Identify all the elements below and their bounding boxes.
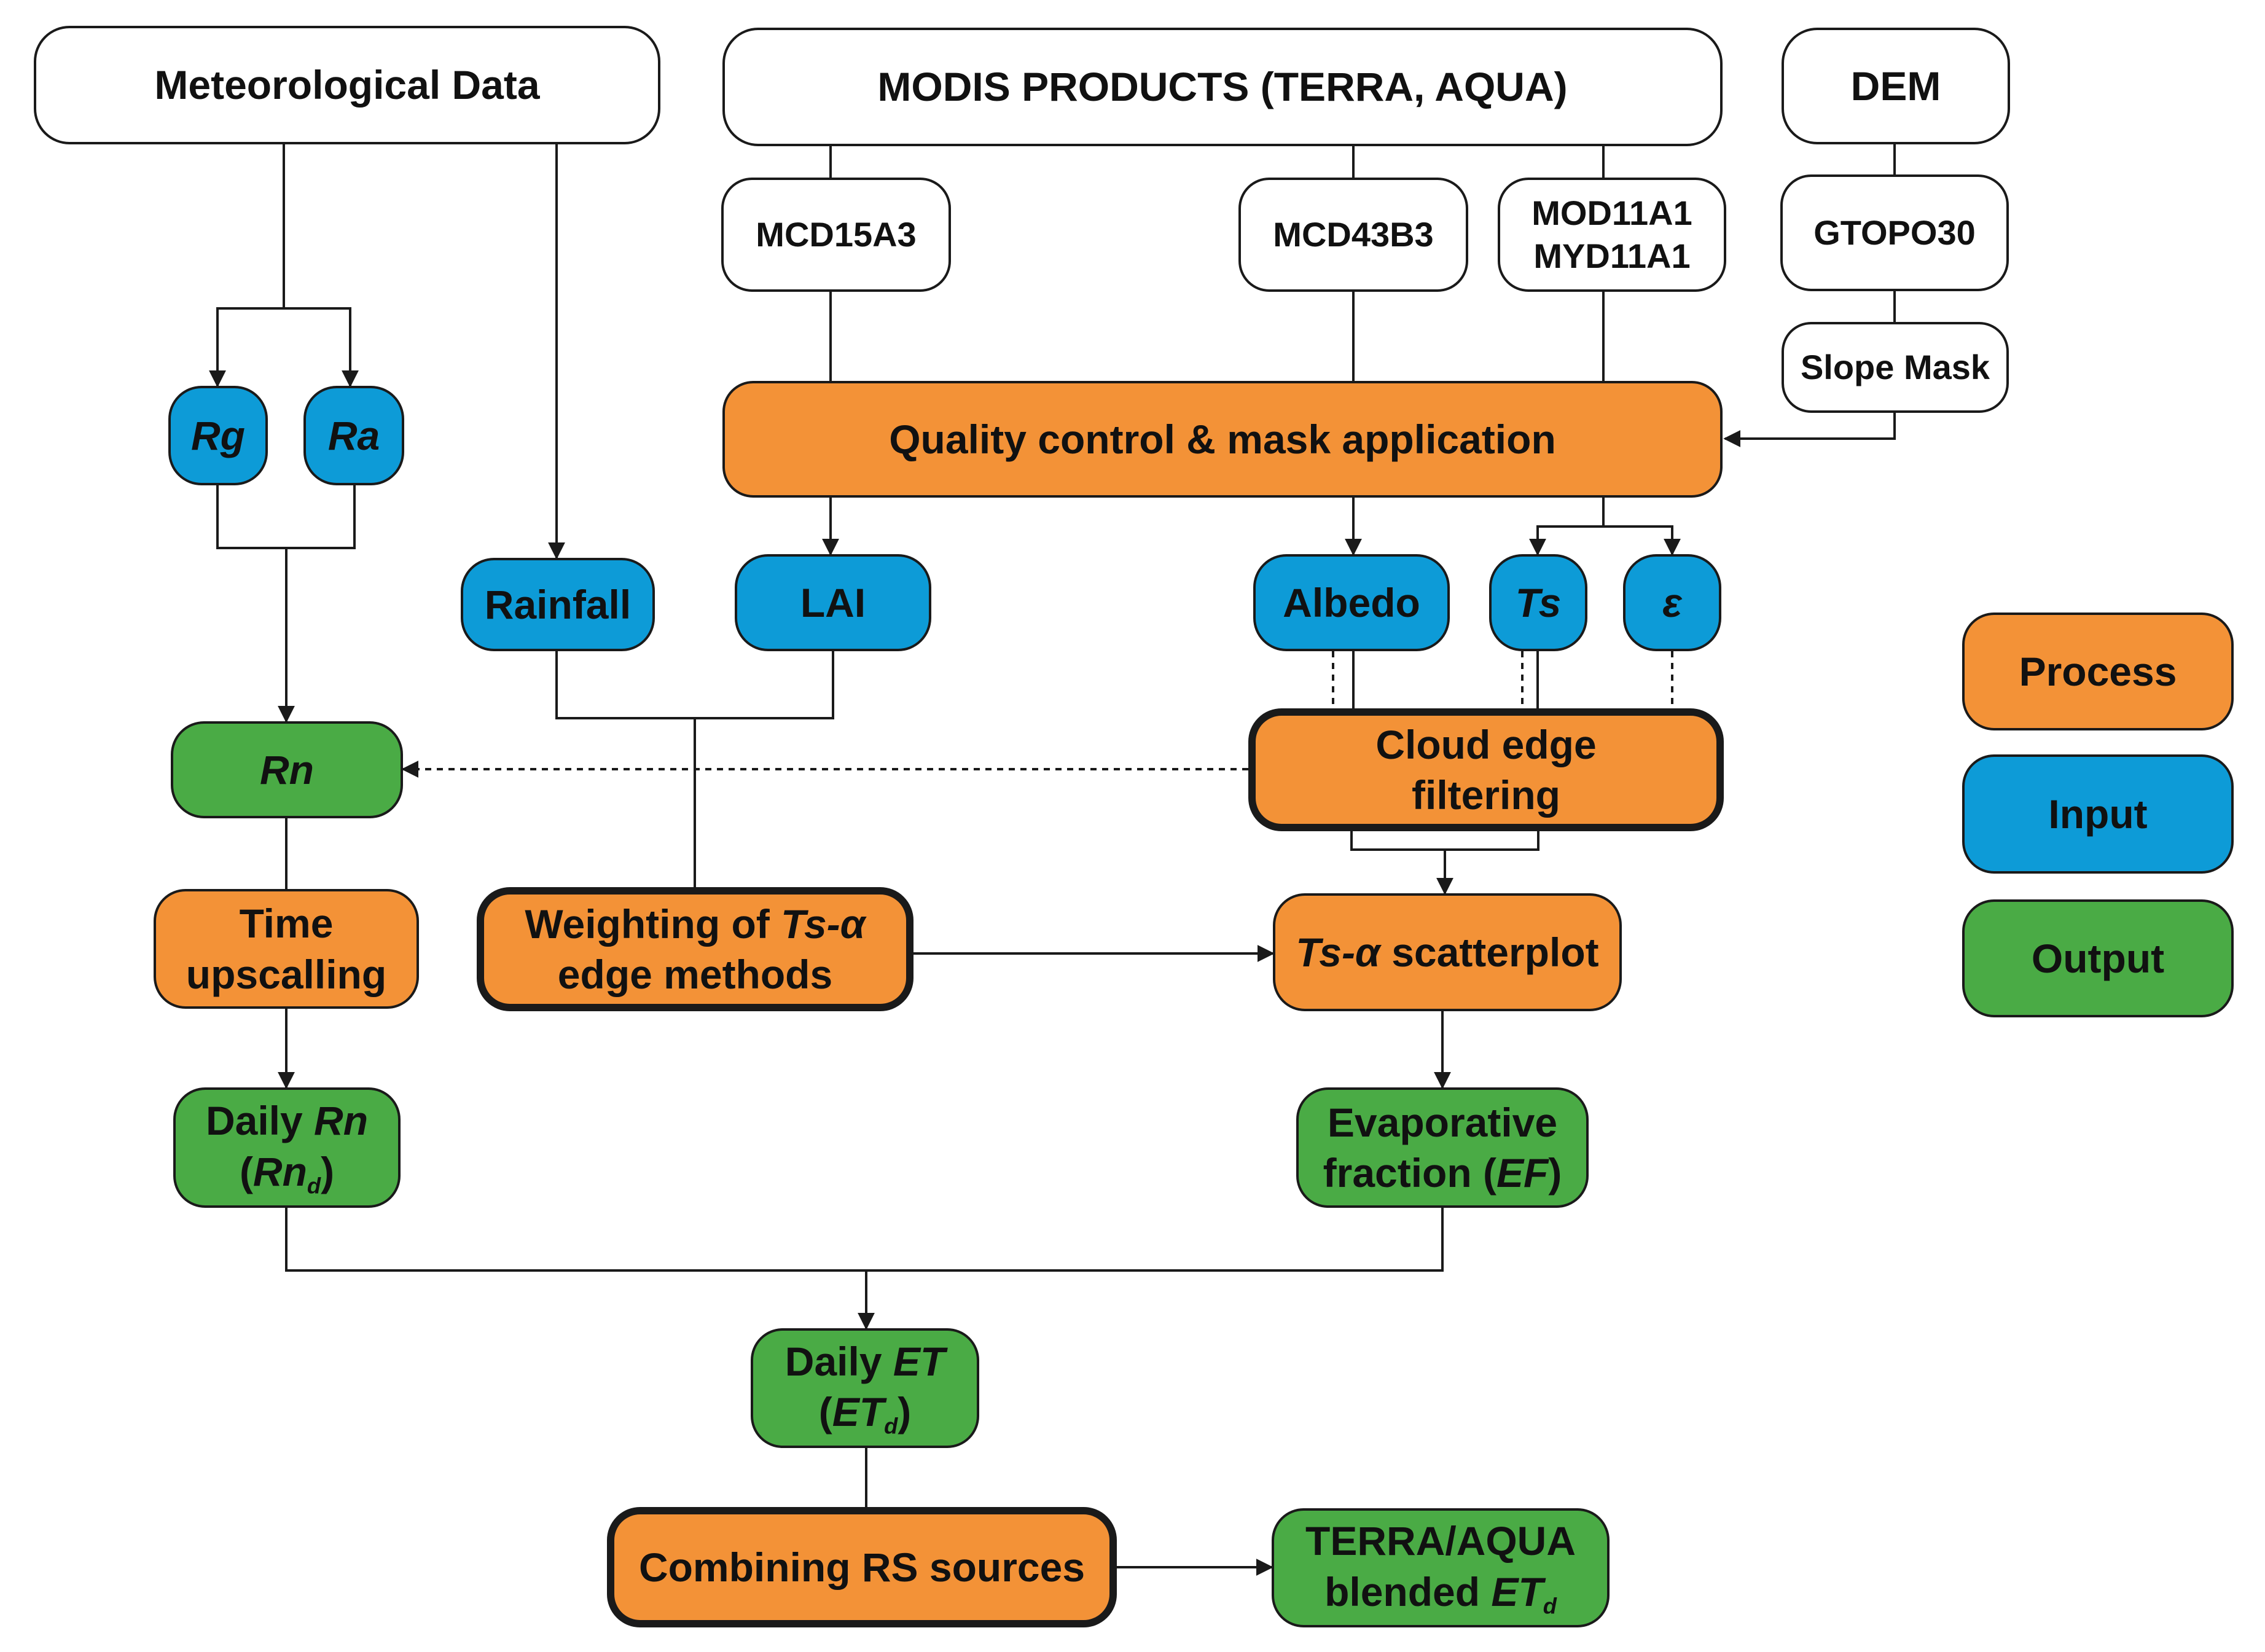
connector-cloud-scatter: [1350, 831, 1539, 851]
legend-output-label: Output: [2031, 935, 2165, 981]
label-modis-products: MODIS PRODUCTS (TERRA, AQUA): [877, 64, 1568, 110]
legend-process-label: Process: [2019, 648, 2177, 694]
label-blend-line1: TERRA/AQUA: [1305, 1518, 1576, 1564]
input-ra: Ra: [303, 386, 404, 485]
box-meteorological-data: Meteorological Data: [34, 26, 660, 144]
input-albedo: Albedo: [1253, 554, 1450, 651]
label-meteorological-data: Meteorological Data: [154, 62, 540, 108]
label-weighting-symbol: Ts-α: [781, 901, 866, 947]
box-gtopo30: GTOPO30: [1780, 174, 2009, 291]
output-daily-et: Daily ET (ETd): [751, 1328, 979, 1448]
label-daily-et-line1: Daily ET: [785, 1336, 945, 1387]
label-ef-line1: Evaporative: [1327, 1099, 1558, 1145]
label-daily-rn-open: (: [239, 1148, 253, 1194]
box-mod11a1-myd11a1: MOD11A1 MYD11A1: [1498, 178, 1726, 292]
label-albedo: Albedo: [1283, 579, 1420, 625]
label-weighting-line2: edge methods: [557, 952, 833, 997]
label-daily-rn-close: ): [321, 1148, 335, 1194]
output-evaporative-fraction: Evaporative fraction (EF): [1296, 1087, 1589, 1208]
connector-met-to-ra: [284, 307, 359, 388]
label-daily-rn-line2: (Rnd): [240, 1146, 334, 1200]
label-daily-et-close: ): [898, 1389, 912, 1435]
label-rn: Rn: [260, 746, 314, 793]
box-combining-rs-sources: Combining RS sources: [607, 1507, 1117, 1627]
label-mod11a1: MOD11A1: [1532, 194, 1692, 232]
label-daily-rn-sub: d: [307, 1173, 321, 1199]
label-dem: DEM: [1850, 63, 1941, 109]
label-scatter-symbol: Ts-α: [1296, 929, 1380, 975]
input-ts: Ts: [1489, 554, 1587, 651]
label-daily-et-open: (: [818, 1389, 832, 1435]
label-ef-line2: fraction (EF): [1323, 1148, 1562, 1199]
label-daily-rn-symbol: Rn: [314, 1098, 369, 1144]
box-quality-control: Quality control & mask application: [722, 381, 1723, 498]
box-weighting-edge-methods: Weighting of Ts-α edge methods: [477, 887, 913, 1011]
label-blend-line2: blended ETd: [1324, 1567, 1557, 1620]
legend-input: Input: [1962, 754, 2234, 874]
connector-slope-qc: [1723, 413, 1896, 447]
label-cloud-line2: filtering: [1412, 772, 1560, 818]
label-daily-et-symbol: ET: [893, 1338, 945, 1384]
box-slope-mask: Slope Mask: [1782, 322, 2009, 413]
box-dem: DEM: [1782, 28, 2010, 144]
label-ef-symbol: EF: [1496, 1150, 1549, 1196]
connector-rg-ra-join: [216, 485, 356, 549]
label-daily-et-line2: (ETd): [819, 1387, 911, 1440]
label-time-line1: Time: [239, 901, 334, 946]
label-ef-close: ): [1548, 1150, 1562, 1196]
label-lai: LAI: [800, 579, 866, 625]
connector-qc-ts: [1536, 525, 1681, 556]
label-daily-et-pre: Daily: [784, 1338, 893, 1384]
label-weighting-line1: Weighting of Ts-α: [525, 899, 865, 950]
connector-met-to-rg-ra: [209, 144, 285, 388]
input-rainfall: Rainfall: [461, 558, 655, 651]
input-emissivity: ε: [1623, 554, 1721, 651]
label-myd11a1: MYD11A1: [1533, 237, 1691, 275]
label-daily-et-sym: ET: [832, 1389, 885, 1435]
box-ts-alpha-scatterplot: Ts-α scatterplot: [1273, 893, 1622, 1011]
label-gtopo30: GTOPO30: [1813, 213, 1976, 252]
label-rainfall: Rainfall: [484, 581, 632, 627]
label-slope-mask: Slope Mask: [1800, 348, 1990, 386]
label-daily-rn-sym: Rn: [252, 1148, 307, 1194]
output-daily-rn: Daily Rn (Rnd): [173, 1087, 401, 1208]
box-mcd15a3: MCD15A3: [721, 178, 951, 292]
box-cloud-edge-filtering: Cloud edge filtering: [1248, 708, 1724, 831]
label-ra: Ra: [327, 412, 380, 458]
label-scatter-post: scatterplot: [1380, 929, 1599, 975]
box-time-upscaling: Time upscalling: [154, 889, 419, 1009]
label-weighting-pre: Weighting of: [525, 901, 781, 947]
connector-dailyrn-ef-join: [285, 1208, 1444, 1272]
label-emissivity: ε: [1662, 579, 1682, 625]
legend-process: Process: [1962, 613, 2234, 730]
label-daily-rn-pre: Daily: [205, 1098, 315, 1144]
input-rg: Rg: [168, 386, 268, 485]
output-blended-et: TERRA/AQUA blended ETd: [1272, 1508, 1610, 1627]
box-modis-products: MODIS PRODUCTS (TERRA, AQUA): [722, 28, 1723, 146]
label-rg: Rg: [191, 412, 245, 458]
output-rn: Rn: [171, 721, 403, 818]
label-blend-sub: d: [1543, 1593, 1557, 1619]
label-scatter: Ts-α scatterplot: [1296, 927, 1598, 978]
label-cloud-line1: Cloud edge: [1375, 721, 1597, 767]
label-quality-control: Quality control & mask application: [889, 416, 1556, 462]
input-lai: LAI: [735, 554, 931, 651]
label-daily-rn-line1: Daily Rn: [206, 1095, 368, 1146]
legend-input-label: Input: [2048, 791, 2148, 837]
label-daily-et-sub: d: [884, 1413, 898, 1439]
label-ts: Ts: [1515, 579, 1562, 625]
label-time-line2: upscalling: [186, 951, 387, 997]
label-combining: Combining RS sources: [638, 1544, 1086, 1590]
label-mcd43b3: MCD43B3: [1273, 215, 1434, 254]
legend-output: Output: [1962, 899, 2234, 1017]
label-mcd15a3: MCD15A3: [756, 215, 917, 254]
label-blend-pre: blended: [1324, 1568, 1492, 1615]
label-ef-pre: fraction (: [1323, 1150, 1496, 1196]
box-mcd43b3: MCD43B3: [1238, 178, 1468, 292]
connector-rainfall-lai-join: [555, 651, 834, 719]
label-blend-sym: ET: [1491, 1568, 1543, 1615]
